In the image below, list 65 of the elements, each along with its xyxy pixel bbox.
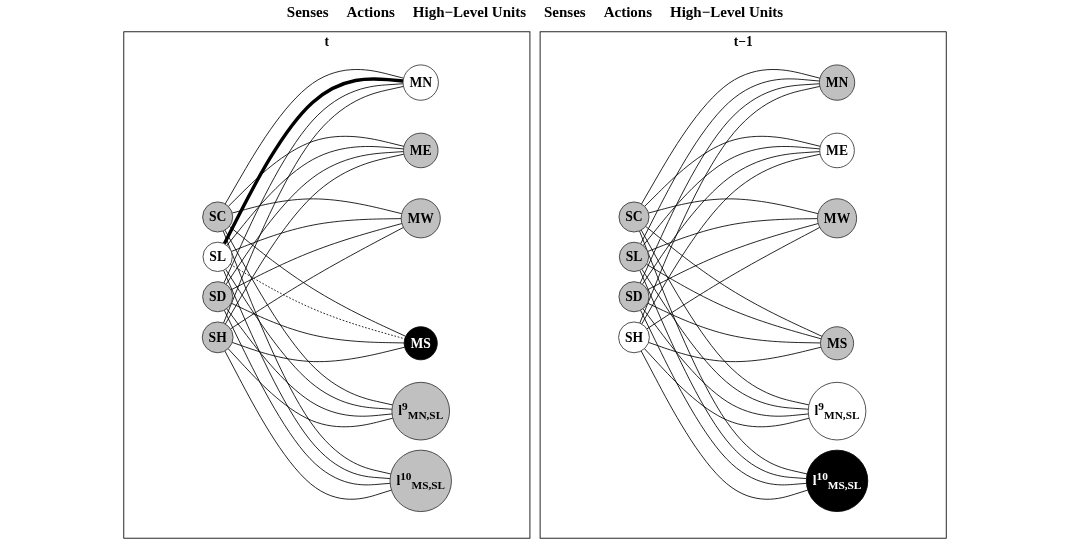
node-circle: MW xyxy=(400,198,441,239)
connector xyxy=(227,135,405,207)
node-circle: MS xyxy=(403,326,438,361)
connector xyxy=(640,309,807,486)
node-circle: SH xyxy=(201,321,234,354)
node-circle: SC xyxy=(618,201,650,233)
connector xyxy=(640,78,820,245)
column-heading: Actions xyxy=(603,4,653,21)
node-circle: SL xyxy=(618,241,650,272)
column-heading: Senses xyxy=(544,4,586,21)
node-circle: SC xyxy=(202,201,234,233)
connector xyxy=(648,198,819,215)
connector xyxy=(639,230,808,475)
node-circle: SD xyxy=(202,281,234,313)
column-heading: High−Level Units xyxy=(670,4,784,21)
node-circle: SD xyxy=(618,281,650,313)
connector xyxy=(230,218,402,252)
node-circle: SH xyxy=(618,321,650,354)
connector xyxy=(227,348,394,428)
connector xyxy=(222,77,404,245)
connector xyxy=(648,342,822,363)
connector xyxy=(224,350,392,500)
column-heading: Senses xyxy=(286,4,329,21)
connector xyxy=(644,135,821,207)
connector xyxy=(225,268,393,410)
node-circle: ME xyxy=(819,132,855,169)
connector xyxy=(231,198,403,215)
connector xyxy=(225,151,404,285)
connector xyxy=(639,269,807,479)
node-circle: ME xyxy=(403,132,439,169)
node-circle: MW xyxy=(817,198,858,239)
connector xyxy=(224,69,405,205)
node-circle: MN xyxy=(818,64,856,101)
connector xyxy=(224,153,405,325)
connector xyxy=(644,348,810,428)
connector xyxy=(646,263,822,340)
connector xyxy=(226,146,404,246)
connector xyxy=(640,350,809,500)
connector xyxy=(224,229,393,406)
connector xyxy=(222,230,392,475)
connector xyxy=(230,223,403,291)
connector xyxy=(641,69,821,205)
node-circle: SL xyxy=(202,241,233,272)
connector xyxy=(647,218,818,252)
connector xyxy=(231,342,406,363)
connector xyxy=(639,83,820,284)
connector xyxy=(641,153,821,325)
column-heading: Actions xyxy=(346,4,395,21)
connector xyxy=(230,302,405,344)
connector xyxy=(642,308,809,417)
connector xyxy=(639,86,821,324)
connector xyxy=(640,229,810,406)
connector xyxy=(647,302,821,344)
connector xyxy=(642,146,821,246)
column-heading: High−Level Units xyxy=(412,4,526,21)
connector xyxy=(646,223,819,291)
connector xyxy=(223,269,391,479)
connector xyxy=(223,83,404,284)
connector xyxy=(223,309,391,486)
node-circle: MN xyxy=(402,64,439,101)
connector xyxy=(223,86,404,324)
node-circle: MS xyxy=(820,326,854,361)
connector xyxy=(226,308,393,417)
connector xyxy=(641,268,809,410)
connector xyxy=(641,151,821,285)
